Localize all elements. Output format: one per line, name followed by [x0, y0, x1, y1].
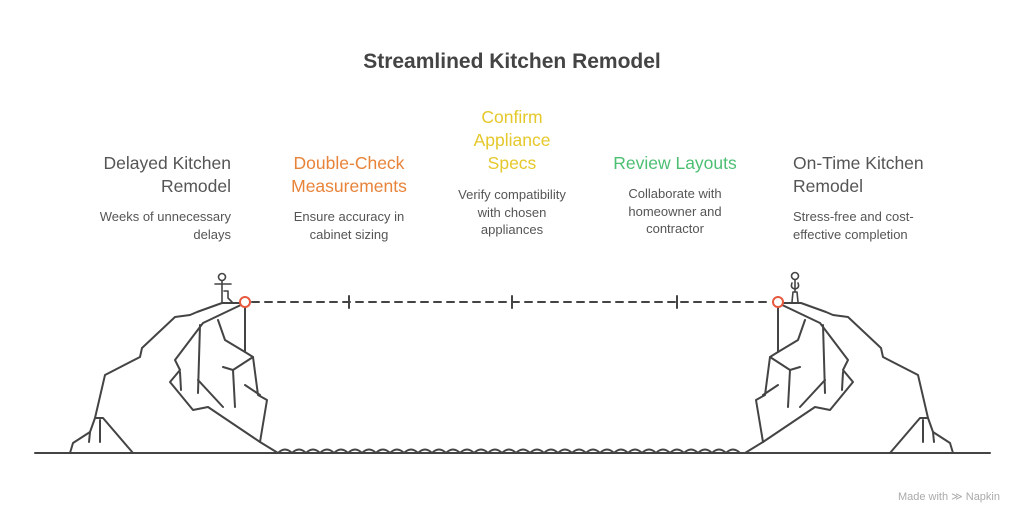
desc-line: homeowner and	[628, 203, 722, 219]
made-with-napkin: Made with ≫ Napkin	[898, 490, 1000, 503]
end-marker	[772, 296, 784, 308]
heading-line: Remodel	[793, 176, 864, 196]
desc-line: contractor	[646, 221, 704, 236]
start-marker	[239, 296, 251, 308]
heading-line: On-Time Kitchen	[793, 153, 924, 173]
desc-line: cabinet sizing	[309, 226, 389, 242]
step-review: Review Layouts Collaborate with homeowner…	[595, 152, 755, 238]
desc-line: appliances	[480, 222, 544, 237]
desc-line: delays	[193, 226, 231, 242]
desc-line: Collaborate with	[628, 186, 722, 201]
desc-line: with chosen	[477, 204, 547, 220]
brand-name: Napkin	[965, 491, 1000, 503]
step-description: Verify compatibility with chosen appliance…	[432, 186, 592, 239]
heading-line: Remodel	[160, 176, 231, 196]
made-with-label: Made with	[897, 491, 949, 503]
napkin-logo-icon: ≫	[951, 491, 963, 503]
step-description: Collaborate with homeowner and contractor	[595, 185, 755, 238]
step-heading: Review Layouts	[613, 153, 737, 173]
water-waves	[277, 448, 741, 454]
heading-line: Appliance	[473, 130, 551, 150]
desc-line: Ensure accuracy in	[293, 209, 405, 224]
heading-line: Specs	[487, 153, 537, 173]
left-cliff	[69, 302, 279, 454]
person-left-icon	[214, 272, 233, 303]
heading-line: Confirm	[481, 107, 543, 127]
step-description: Weeks of unnecessary delays	[100, 208, 231, 243]
heading-line: Delayed Kitchen	[103, 153, 231, 173]
desc-line: Weeks of unnecessary	[99, 209, 231, 224]
heading-line: Measurements	[291, 176, 407, 196]
heading-line: Double-Check	[293, 153, 405, 173]
desc-line: Stress-free and cost-	[793, 209, 914, 224]
desc-line: Verify compatibility	[458, 187, 566, 202]
step-description: Ensure accuracy in cabinet sizing	[269, 208, 429, 243]
step-description: Stress-free and cost-effective completio…	[793, 208, 924, 243]
right-cliff	[744, 302, 954, 454]
desc-line: effective completion	[793, 226, 908, 242]
diagram-title: Streamlined Kitchen Remodel	[363, 50, 661, 73]
person-right-icon	[790, 271, 800, 303]
